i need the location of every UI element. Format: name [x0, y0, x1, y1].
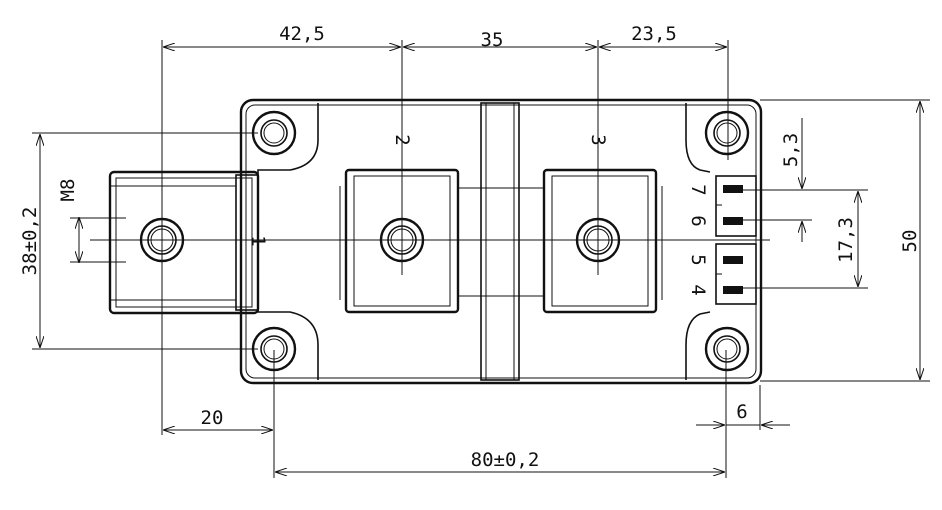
terminal-label-5: 5: [687, 254, 709, 265]
dim-50: 50: [899, 230, 921, 253]
dim-80: 80±0,2: [471, 449, 540, 471]
dim-20: 20: [201, 407, 224, 429]
dim-m8: M8: [57, 179, 79, 202]
dim-35: 35: [481, 29, 504, 51]
aux-connector-lower: [715, 243, 757, 305]
dim-6: 6: [736, 401, 747, 423]
module-body: [239, 98, 763, 385]
dim-17-3: 17,3: [835, 217, 857, 263]
dim-5-3: 5,3: [780, 133, 802, 167]
mounting-hole-bottom-right: [704, 326, 750, 372]
dim-42-5: 42,5: [279, 23, 325, 45]
terminal-label-1: 1: [247, 235, 269, 246]
mounting-hole-top-right: [704, 110, 750, 156]
terminal-label-2: 2: [391, 134, 413, 145]
aux-connector-upper: [715, 175, 757, 237]
dim-23-5: 23,5: [631, 23, 677, 45]
terminal-1-tab: [108, 170, 260, 315]
dim-38: 38±0,2: [19, 207, 41, 276]
dimension-lines: [40, 47, 920, 472]
terminal-label-7: 7: [687, 184, 709, 195]
terminal-label-6: 6: [687, 215, 709, 226]
centre-lines: [90, 40, 770, 478]
mounting-hole-top-left: [251, 110, 297, 156]
terminal-label-3: 3: [587, 134, 609, 145]
extension-lines: [32, 99, 930, 382]
terminal-label-4: 4: [687, 284, 709, 295]
